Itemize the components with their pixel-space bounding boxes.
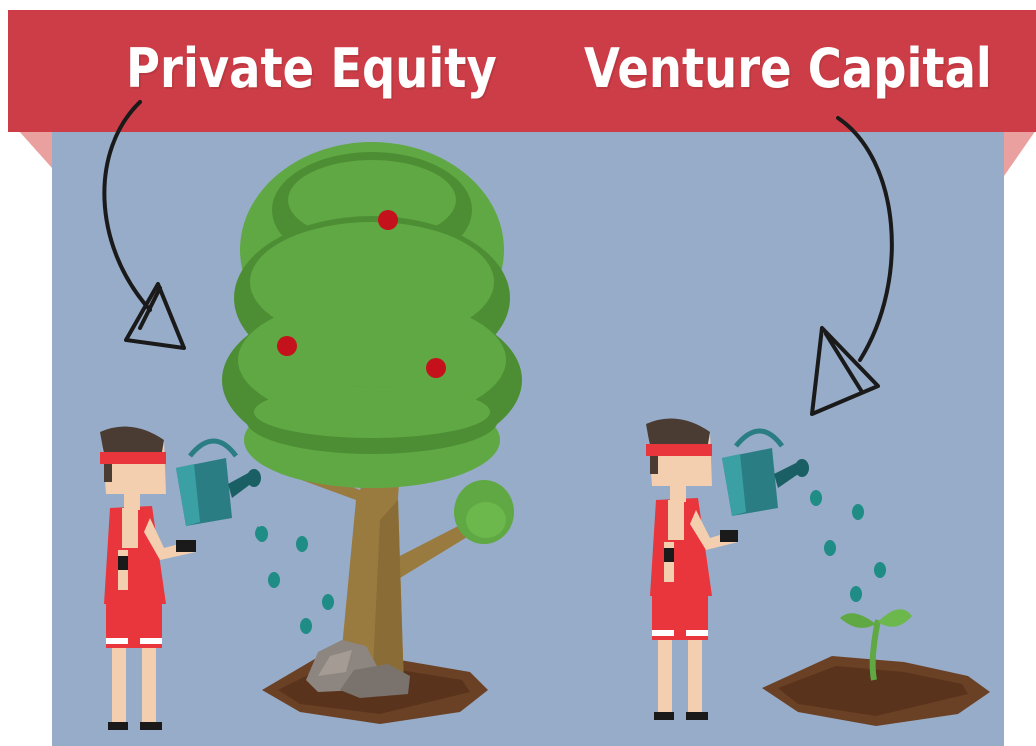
banner-fold-right: [1004, 130, 1036, 176]
fruit: [378, 210, 398, 230]
watering-can-icon: [722, 428, 809, 516]
banner: [8, 10, 1036, 132]
tree-foliage: [222, 142, 522, 488]
curved-arrow-icon: [102, 100, 186, 350]
stones: [306, 640, 410, 698]
tree-icon: [222, 142, 522, 690]
venture-capital-label: Venture Capital: [584, 37, 992, 100]
fruit: [426, 358, 446, 378]
soil-mound-right: [762, 656, 990, 726]
water-drop-icon: [810, 490, 886, 602]
fruit: [277, 336, 297, 356]
gardener-left: [100, 426, 196, 730]
watering-can-icon: [176, 438, 261, 526]
water-drop-icon: [255, 526, 334, 634]
background-panel: [52, 100, 1004, 746]
gardener-right: [646, 418, 738, 720]
private-equity-label: Private Equity: [126, 37, 497, 100]
banner-fold-left: [18, 130, 52, 168]
curved-arrow-icon: [810, 116, 894, 416]
sprout-icon: [840, 609, 912, 681]
